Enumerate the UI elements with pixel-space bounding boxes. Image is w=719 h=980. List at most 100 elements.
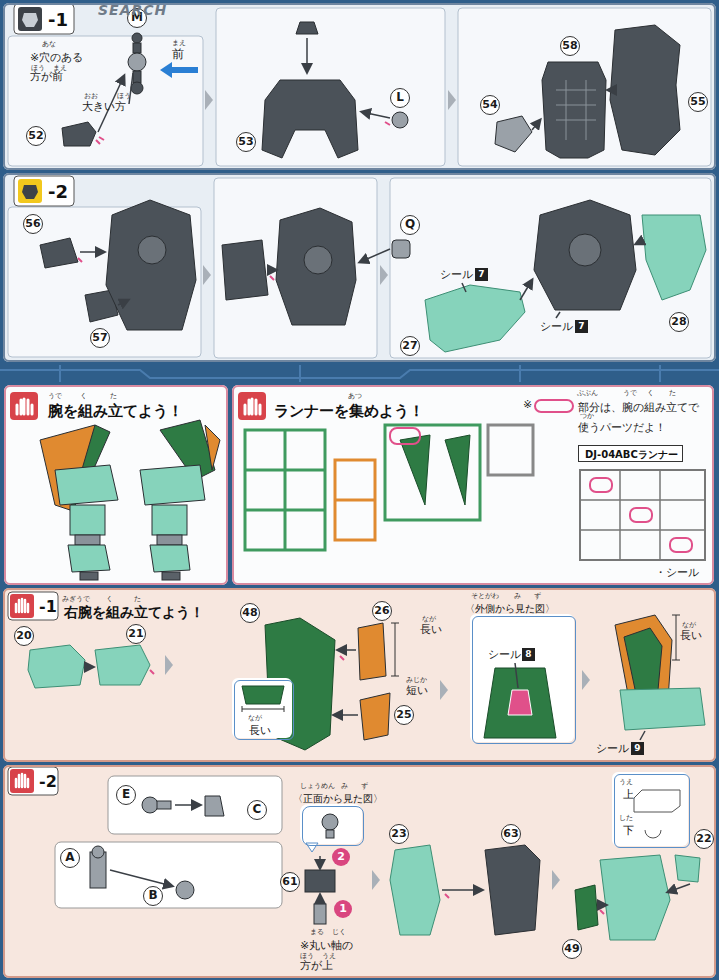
assembly-arrow xyxy=(80,251,104,253)
step-badge xyxy=(14,4,74,34)
step-panel: -1右腕を組み立てよう！長い〈外側から見た図〉 xyxy=(3,588,716,762)
background xyxy=(0,365,719,382)
assembly-arrow xyxy=(175,804,200,806)
furigana: まる xyxy=(310,929,324,936)
runner-drawing xyxy=(535,400,573,412)
callout-number: 22 xyxy=(694,829,714,849)
callout-number: 49 xyxy=(562,939,582,959)
part-drawing xyxy=(242,686,284,704)
node-text: ランナーを集めよう！ xyxy=(274,403,424,420)
assembly-arrow xyxy=(532,120,540,130)
assembly-arrow xyxy=(598,904,606,906)
node-text: -2 xyxy=(39,773,57,791)
furigana: た xyxy=(110,393,117,400)
callout-number: 26 xyxy=(372,601,392,621)
assembly-arrow xyxy=(640,731,645,740)
node-text: 〈外側から見た図〉 xyxy=(465,603,555,614)
sub-frame xyxy=(458,8,711,166)
part-drawing xyxy=(672,615,680,660)
part-drawing xyxy=(28,614,705,750)
runner-drawing xyxy=(245,430,325,550)
runner-drawing xyxy=(245,430,325,550)
callout-number: 25 xyxy=(394,705,414,725)
sticker-number: 7 xyxy=(475,268,488,281)
panel-fill xyxy=(4,385,228,585)
callout-number: 53 xyxy=(236,132,256,152)
node-text: 下 xyxy=(623,825,634,837)
runner-drawing xyxy=(590,478,612,492)
callout-number: 55 xyxy=(688,92,708,112)
hand-icon xyxy=(17,399,32,414)
part-drawing xyxy=(358,623,386,680)
assembly-arrow xyxy=(334,714,358,716)
furigana: つか xyxy=(580,413,594,420)
assembly-arrow xyxy=(515,663,518,688)
runner-tag: DJ-04ABCランナー xyxy=(578,445,683,462)
sub-frame xyxy=(390,178,711,358)
callout-number: 28 xyxy=(669,312,689,332)
part-drawing xyxy=(675,855,700,882)
furigana: ず xyxy=(361,783,368,790)
assembly-arrow xyxy=(110,870,172,886)
runner-drawing xyxy=(580,470,705,560)
part-drawing xyxy=(276,208,356,325)
furigana: く xyxy=(106,596,113,603)
part-drawing xyxy=(300,804,362,844)
node-text: 長い xyxy=(249,725,271,737)
hand-icon xyxy=(10,392,38,420)
part-letter: E xyxy=(116,785,136,805)
sub-frame xyxy=(8,8,711,358)
part-drawing xyxy=(108,776,282,834)
step-triangle xyxy=(165,655,173,675)
part-drawing xyxy=(556,80,596,140)
runner-drawing xyxy=(630,508,652,522)
runner-drawing xyxy=(400,435,470,505)
furigana: みじか xyxy=(406,677,427,684)
note-text: ※穴のある方が前 xyxy=(30,48,90,86)
part-drawing xyxy=(569,234,601,266)
runner-drawing xyxy=(670,538,692,552)
furigana: うで xyxy=(623,390,637,397)
note-text: シール xyxy=(540,320,573,333)
note-text: シール xyxy=(488,648,521,661)
part-drawing xyxy=(28,645,85,688)
furigana: なが xyxy=(682,622,696,629)
part-drawing xyxy=(575,885,598,930)
part-drawing xyxy=(360,693,390,740)
callout-number: 48 xyxy=(240,603,260,623)
part-drawing xyxy=(645,830,661,838)
assembly-arrow xyxy=(306,38,308,72)
part-drawing xyxy=(306,843,318,852)
part-drawing xyxy=(484,668,556,738)
panel-fill xyxy=(3,3,716,978)
part-drawing xyxy=(205,796,224,816)
part-drawing xyxy=(322,814,338,830)
step-triangle xyxy=(440,680,448,700)
part-letter: Q xyxy=(400,215,420,235)
part-letter: C xyxy=(247,800,267,820)
step-panel: -1 xyxy=(3,3,716,170)
callout-number: 56 xyxy=(23,214,43,234)
step-panel: -2 xyxy=(3,173,716,362)
part-drawing xyxy=(305,870,335,892)
furigana: うで xyxy=(48,393,62,400)
sticker-number: 8 xyxy=(522,648,535,661)
sub-frame xyxy=(214,178,377,358)
furigana: じく xyxy=(332,929,346,936)
arm-illustration xyxy=(75,535,100,545)
watermark: SEARCH xyxy=(98,4,167,17)
furigana: おお xyxy=(84,93,98,100)
assembly-arrow xyxy=(86,666,93,668)
assembly-arrow xyxy=(362,112,390,118)
part-drawing xyxy=(132,33,142,43)
part-drawing xyxy=(485,845,540,935)
part-drawing xyxy=(131,82,143,94)
runner-drawing xyxy=(335,460,375,540)
part-drawing xyxy=(157,801,171,809)
furigana: く xyxy=(80,393,87,400)
callout-number: 57 xyxy=(90,328,110,348)
part-letter: A xyxy=(60,848,80,868)
furigana: ほう xyxy=(300,953,314,960)
